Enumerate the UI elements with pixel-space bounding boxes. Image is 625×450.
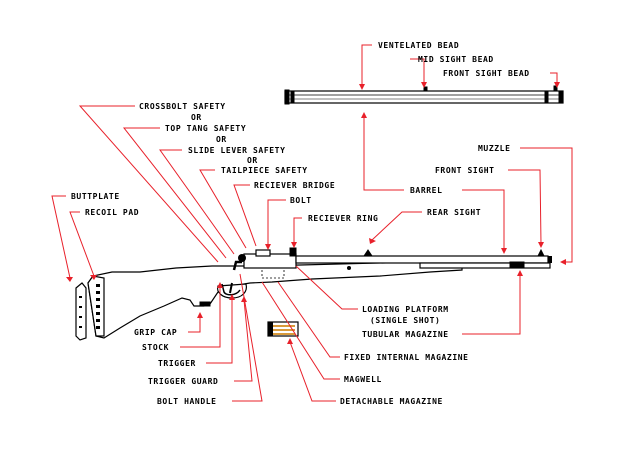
label-buttplate: BUTTPLATE xyxy=(71,192,120,201)
label-tubular-magazine: TUBULAR MAGAZINE xyxy=(362,330,449,339)
label-front-sight: FRONT SIGHT xyxy=(435,166,495,175)
label-or-3: OR xyxy=(247,156,258,165)
label-tailpiece-safety: TAILPIECE SAFETY xyxy=(221,166,308,175)
label-grip-cap: GRIP CAP xyxy=(134,328,177,337)
label-loading-platform: LOADING PLATFORM xyxy=(362,305,449,314)
label-recoil-pad: RECOIL PAD xyxy=(85,208,139,217)
label-bolt: BOLT xyxy=(290,196,312,205)
label-single-shot: (SINGLE SHOT) xyxy=(370,316,440,325)
labels: VENTELATED BEAD MID SIGHT BEAD FRONT SIG… xyxy=(71,41,530,406)
label-muzzle: MUZZLE xyxy=(478,144,511,153)
shotgun-barrel xyxy=(284,85,564,105)
label-or-2: OR xyxy=(216,135,227,144)
rifle xyxy=(75,247,552,341)
arrow-heads xyxy=(66,82,566,344)
label-detachable-magazine: DETACHABLE MAGAZINE xyxy=(340,397,443,406)
label-reciever-bridge: RECIEVER BRIDGE xyxy=(254,181,335,190)
detachable-magazine xyxy=(267,321,299,337)
label-trigger-guard: TRIGGER GUARD xyxy=(148,377,218,386)
label-stock: STOCK xyxy=(142,343,169,352)
label-front-sight-bead: FRONT SIGHT BEAD xyxy=(443,69,530,78)
rifle-buttplate xyxy=(75,282,87,341)
label-mid-sight-bead: MID SIGHT BEAD xyxy=(418,55,494,64)
front-sight-bead-mark xyxy=(553,85,558,92)
label-magwell: MAGWELL xyxy=(344,375,382,384)
label-or-1: OR xyxy=(191,113,202,122)
label-crossbolt-safety: CROSSBOLT SAFETY xyxy=(139,102,226,111)
rifle-stock xyxy=(87,261,463,339)
label-top-tang-safety: TOP TANG SAFETY xyxy=(165,124,246,133)
label-bolt-handle: BOLT HANDLE xyxy=(157,397,217,406)
label-reciever-ring: RECIEVER RING xyxy=(308,214,378,223)
label-barrel: BARREL xyxy=(410,186,443,195)
label-slide-lever-safety: SLIDE LEVER SAFETY xyxy=(188,146,286,155)
rifle-rear-sight xyxy=(363,249,373,257)
leader-lines xyxy=(51,44,573,402)
rifle-front-sight xyxy=(537,248,545,257)
label-rear-sight: REAR SIGHT xyxy=(427,208,481,217)
label-ventelated-bead: VENTELATED BEAD xyxy=(378,41,459,50)
label-trigger: TRIGGER xyxy=(158,359,196,368)
label-fixed-internal-magazine: FIXED INTERNAL MAGAZINE xyxy=(344,353,469,362)
mid-sight-bead-mark xyxy=(423,86,428,92)
